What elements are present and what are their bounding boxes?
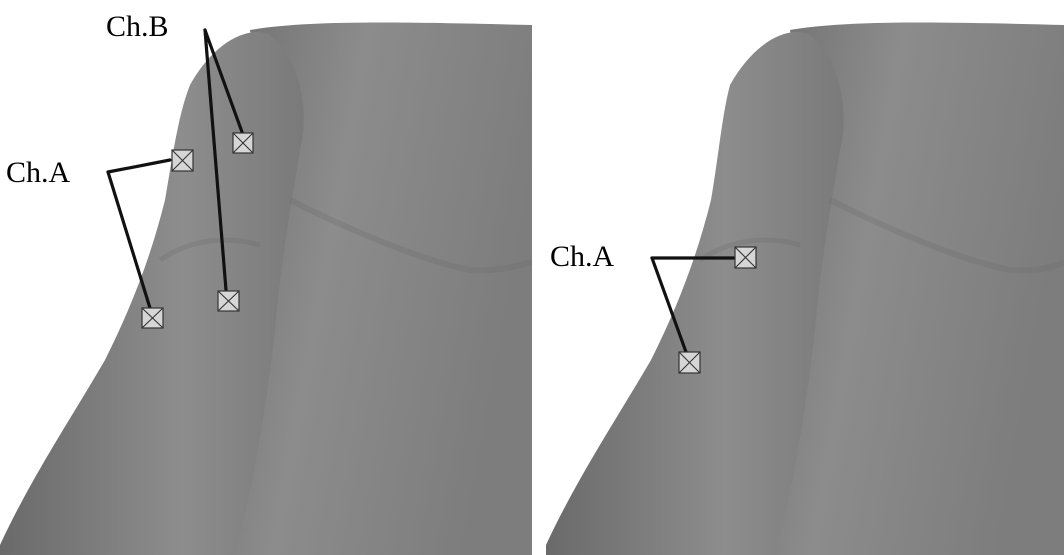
label-ch-a: Ch.A: [6, 156, 71, 189]
electrode-diagram-left: Ch.B Ch.A: [0, 0, 532, 555]
ch-a-wire-upper: [108, 160, 170, 172]
label-ch-a: Ch.A: [550, 240, 615, 273]
electrode-ch-a-lower: [679, 352, 700, 373]
electrode-diagram-right: Ch.A: [532, 0, 1064, 555]
electrode-ch-a-upper: [172, 150, 193, 171]
electrode-ch-b-lower: [218, 291, 239, 311]
ch-a-wire-lower: [108, 172, 150, 308]
electrode-ch-a-lower: [142, 308, 163, 328]
diagram-panel-right: Ch.A: [532, 0, 1064, 555]
electrode-ch-b-upper: [233, 133, 253, 153]
electrode-ch-a-upper: [735, 247, 756, 268]
label-ch-b: Ch.B: [106, 10, 169, 43]
diagram-panel-left: Ch.B Ch.A: [0, 0, 532, 555]
